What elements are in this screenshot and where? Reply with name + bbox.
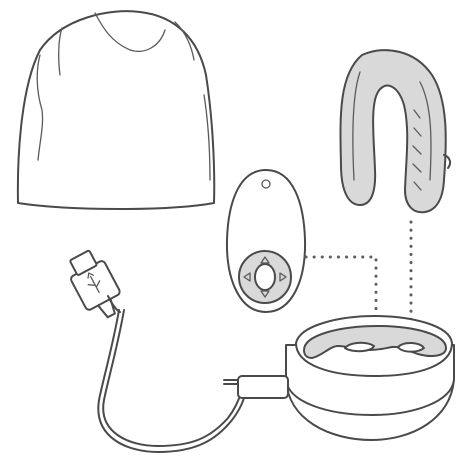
storage-pouch — [18, 11, 214, 209]
remote-control — [227, 170, 305, 312]
micro-usb-connector — [238, 376, 288, 398]
lanyard-hole — [262, 180, 270, 188]
control-pad — [239, 251, 291, 303]
charging-case — [286, 316, 454, 440]
vibrator — [340, 50, 450, 212]
